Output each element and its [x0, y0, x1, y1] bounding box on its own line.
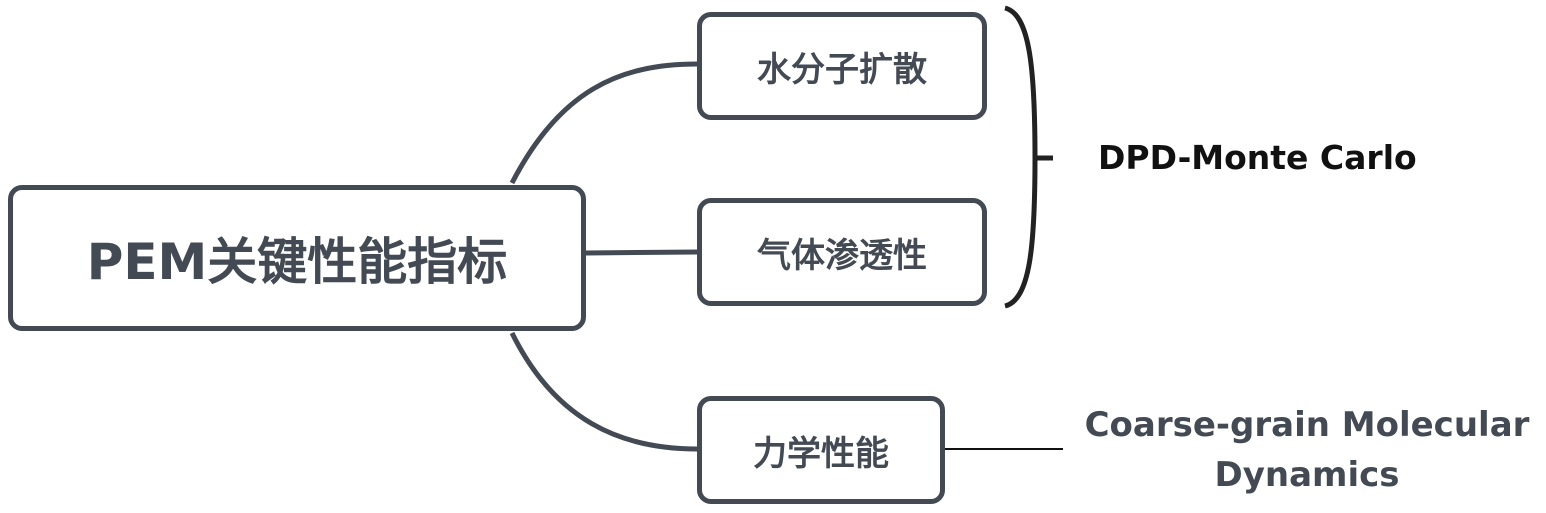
child-node-gas-permeability[interactable]: 气体渗透性 — [697, 198, 987, 306]
connector-root-to-gas-permeability — [585, 249, 698, 256]
connector-root-to-mechanical — [509, 331, 698, 452]
root-node[interactable]: PEM关键性能指标 — [8, 185, 586, 331]
annotation-line-1: Coarse-grain Molecular — [1084, 405, 1530, 445]
child-node-label: 力学性能 — [753, 433, 889, 474]
child-node-label: 气体渗透性 — [757, 235, 927, 276]
annotation-line-2: Dynamics — [1214, 455, 1400, 495]
child-node-label: 水分子扩散 — [757, 49, 927, 90]
annotation-coarse-grain-md: Coarse-grain Molecular Dynamics — [1068, 400, 1546, 500]
child-node-mechanical-properties[interactable]: 力学性能 — [697, 396, 945, 504]
root-node-label: PEM关键性能指标 — [86, 233, 508, 291]
connector-root-to-water-diffusion — [509, 61, 698, 185]
child-node-water-diffusion[interactable]: 水分子扩散 — [697, 12, 987, 120]
annotation-dpd-monte-carlo: DPD-Monte Carlo — [1098, 138, 1417, 177]
bracket-right-brace — [1004, 5, 1038, 309]
